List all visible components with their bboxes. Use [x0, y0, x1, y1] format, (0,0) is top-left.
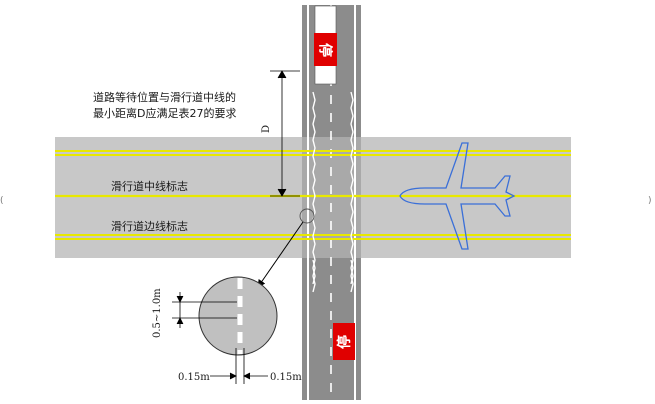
line-width-left-label: 0.15m	[178, 372, 210, 383]
line-width-right-label: 0.15m	[270, 372, 302, 383]
bottom-stop-sign	[333, 323, 355, 360]
distance-d-label: D	[261, 125, 272, 133]
top-stop-sign-text: 停	[317, 43, 334, 57]
aircraft-icon	[399, 142, 516, 250]
bottom-stop-sign-text: 停	[336, 335, 353, 349]
detail-callout-source	[299, 208, 315, 224]
detail-enlargement	[198, 276, 278, 356]
dash-length-label: 0.5~1.0m	[152, 288, 163, 338]
centerline-label: 滑行道中线标志	[111, 179, 188, 193]
dash-length-dimension	[172, 292, 237, 328]
detail-leader-arrow	[257, 221, 304, 288]
left-edge-mark: (	[0, 196, 4, 206]
distance-note-line2: 最小距离D应满足表27的要求	[93, 106, 236, 120]
right-edge-mark: )	[648, 196, 652, 206]
edgeline-label: 滑行道边线标志	[111, 219, 188, 233]
distance-note-line1: 道路等待位置与滑行道中线的	[93, 90, 236, 104]
distance-d-dimension	[270, 70, 300, 197]
holding-position-markings	[312, 91, 354, 293]
top-stop-sign	[314, 33, 337, 66]
line-width-dimension	[210, 348, 268, 384]
